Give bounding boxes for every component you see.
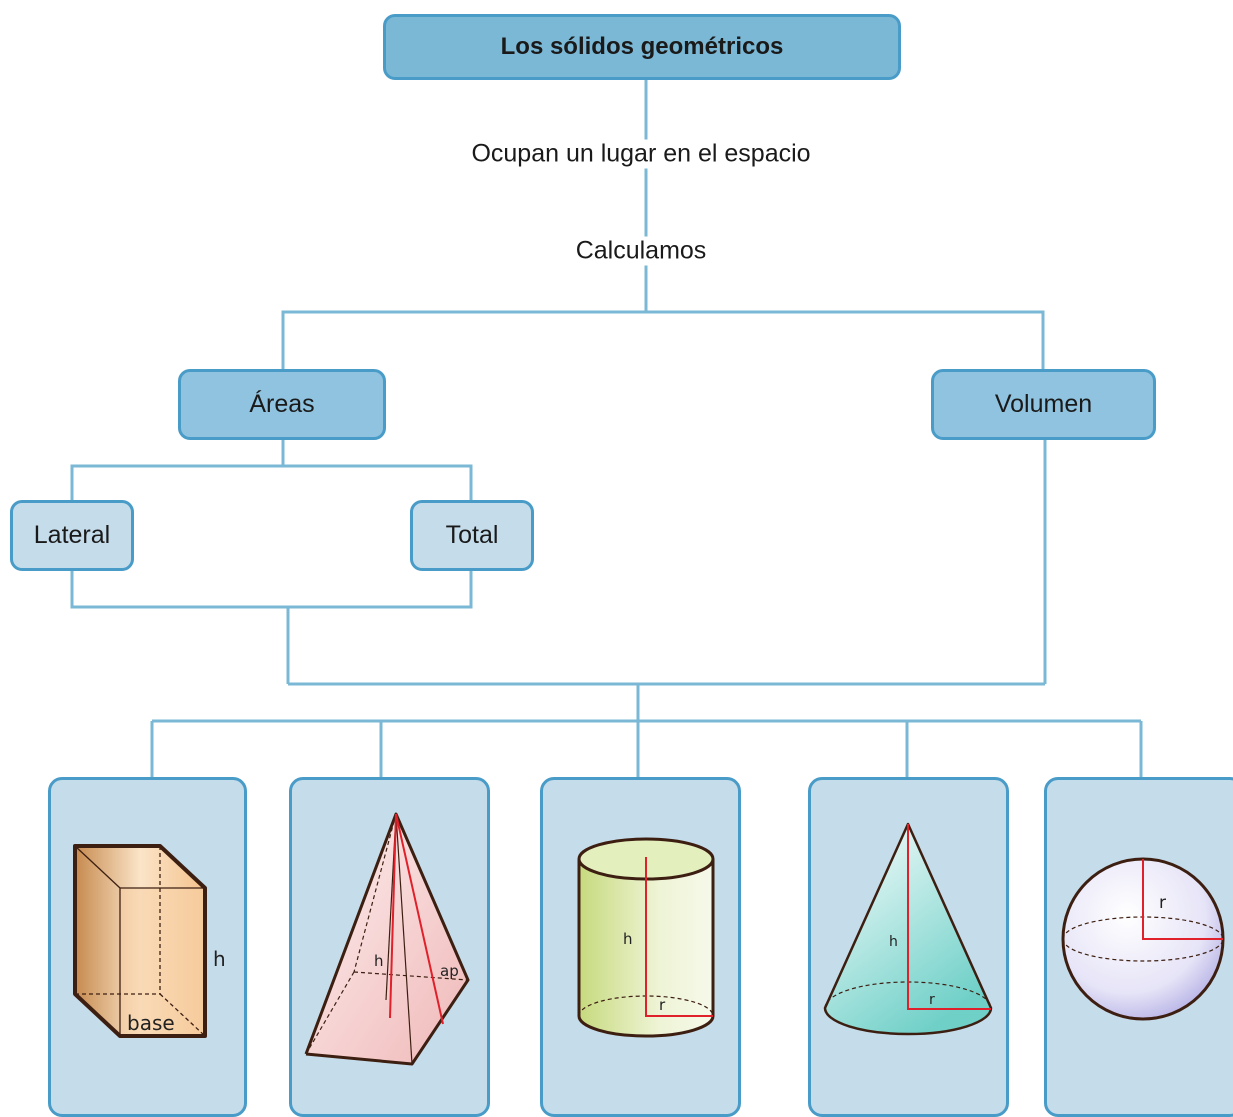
volumen-box: Volumen — [931, 369, 1156, 440]
pyramid-figure: h ap — [304, 812, 470, 1066]
prism-height-label: h — [213, 947, 226, 971]
areas-label: Áreas — [249, 390, 315, 418]
prism-base-label: base — [127, 1011, 175, 1035]
card-pyramid: h ap — [289, 777, 490, 1117]
title-text: Los sólidos geométricos — [500, 33, 784, 60]
sphere-figure: r — [1061, 857, 1225, 1021]
card-prism: h base — [48, 777, 247, 1117]
cylinder-figure: h r — [577, 837, 715, 1038]
card-sphere: r — [1044, 777, 1233, 1117]
cone-height-label: h — [889, 934, 898, 950]
pyramid-apothem-label: ap — [440, 962, 459, 980]
volumen-label: Volumen — [994, 390, 1093, 418]
cone-radius-label: r — [929, 992, 935, 1008]
title-box: Los sólidos geométricos — [383, 14, 901, 80]
card-cylinder: h r — [540, 777, 741, 1117]
lateral-label: Lateral — [33, 521, 111, 549]
prism-figure: h base — [73, 844, 226, 1038]
cone-figure: h r — [823, 822, 993, 1036]
areas-box: Áreas — [178, 369, 386, 440]
pyramid-height-label: h — [374, 952, 384, 970]
connector-label-calc: Calculamos — [569, 236, 713, 266]
cylinder-radius-label: r — [659, 996, 666, 1014]
cylinder-height-label: h — [623, 930, 633, 948]
sphere-radius-label: r — [1159, 893, 1166, 913]
lateral-box: Lateral — [10, 500, 134, 571]
connector-label-space: Ocupan un lugar en el espacio — [465, 139, 817, 169]
total-label: Total — [445, 521, 499, 549]
total-box: Total — [410, 500, 534, 571]
card-cone: h r — [808, 777, 1009, 1117]
